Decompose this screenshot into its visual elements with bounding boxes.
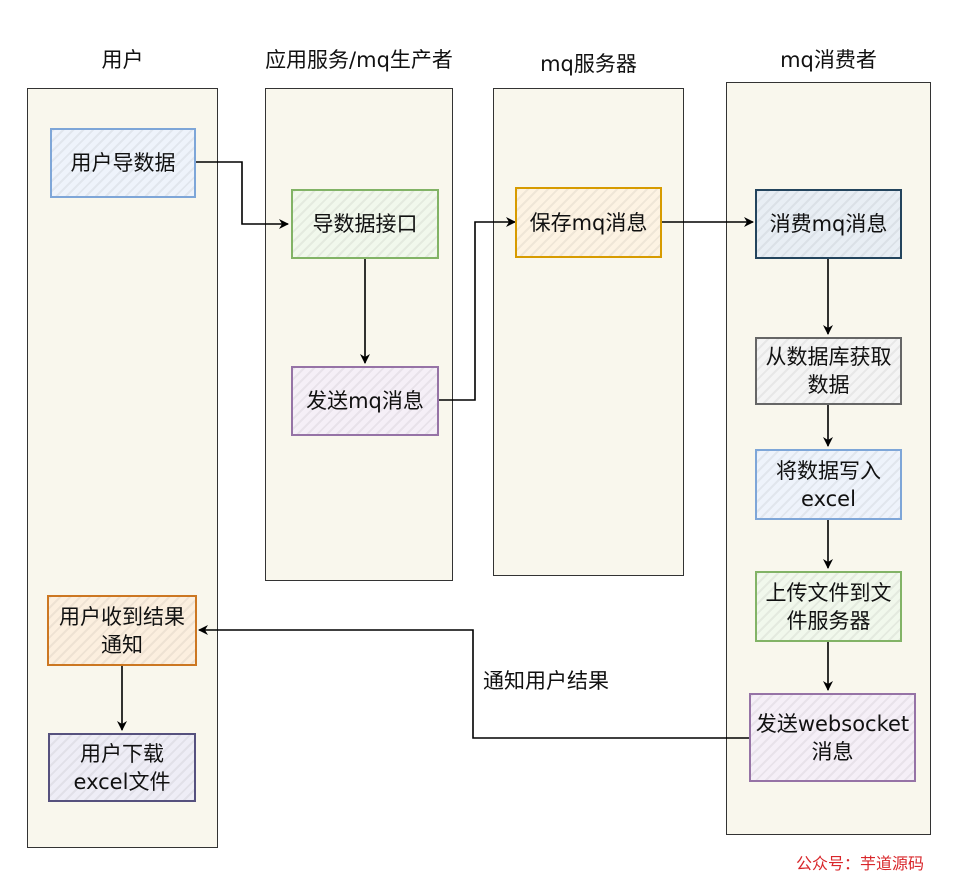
lane-title-consumer: mq消费者 xyxy=(780,48,877,72)
node-save-mq: 保存mq消息 xyxy=(515,187,662,258)
node-fetch-db: 从数据库获取 数据 xyxy=(755,337,902,405)
node-send-mq: 发送mq消息 xyxy=(291,366,439,436)
node-user-notified: 用户收到结果 通知 xyxy=(47,595,197,666)
lane-title-producer: 应用服务/mq生产者 xyxy=(265,48,453,72)
edge-send-to-save xyxy=(439,217,516,401)
node-user-download: 用户下载 excel文件 xyxy=(48,733,196,802)
edge-ws-to-notified xyxy=(198,625,749,739)
edge-label-notify-user: 通知用户结果 xyxy=(483,669,609,693)
node-user-export: 用户导数据 xyxy=(50,128,196,198)
node-export-api: 导数据接口 xyxy=(291,189,439,259)
lane-title-user: 用户 xyxy=(101,48,144,72)
watermark: 公众号：芋道源码 xyxy=(796,854,925,873)
node-consume-mq: 消费mq消息 xyxy=(755,189,902,259)
lane-title-mq-server: mq服务器 xyxy=(540,52,637,76)
edge-user-export-to-api xyxy=(196,161,289,229)
lane-mq-server xyxy=(493,88,684,576)
lane-producer xyxy=(265,88,453,581)
node-write-excel: 将数据写入 excel xyxy=(755,449,902,520)
node-upload-file: 上传文件到文 件服务器 xyxy=(755,571,902,642)
node-send-websocket: 发送websocket 消息 xyxy=(749,693,916,782)
